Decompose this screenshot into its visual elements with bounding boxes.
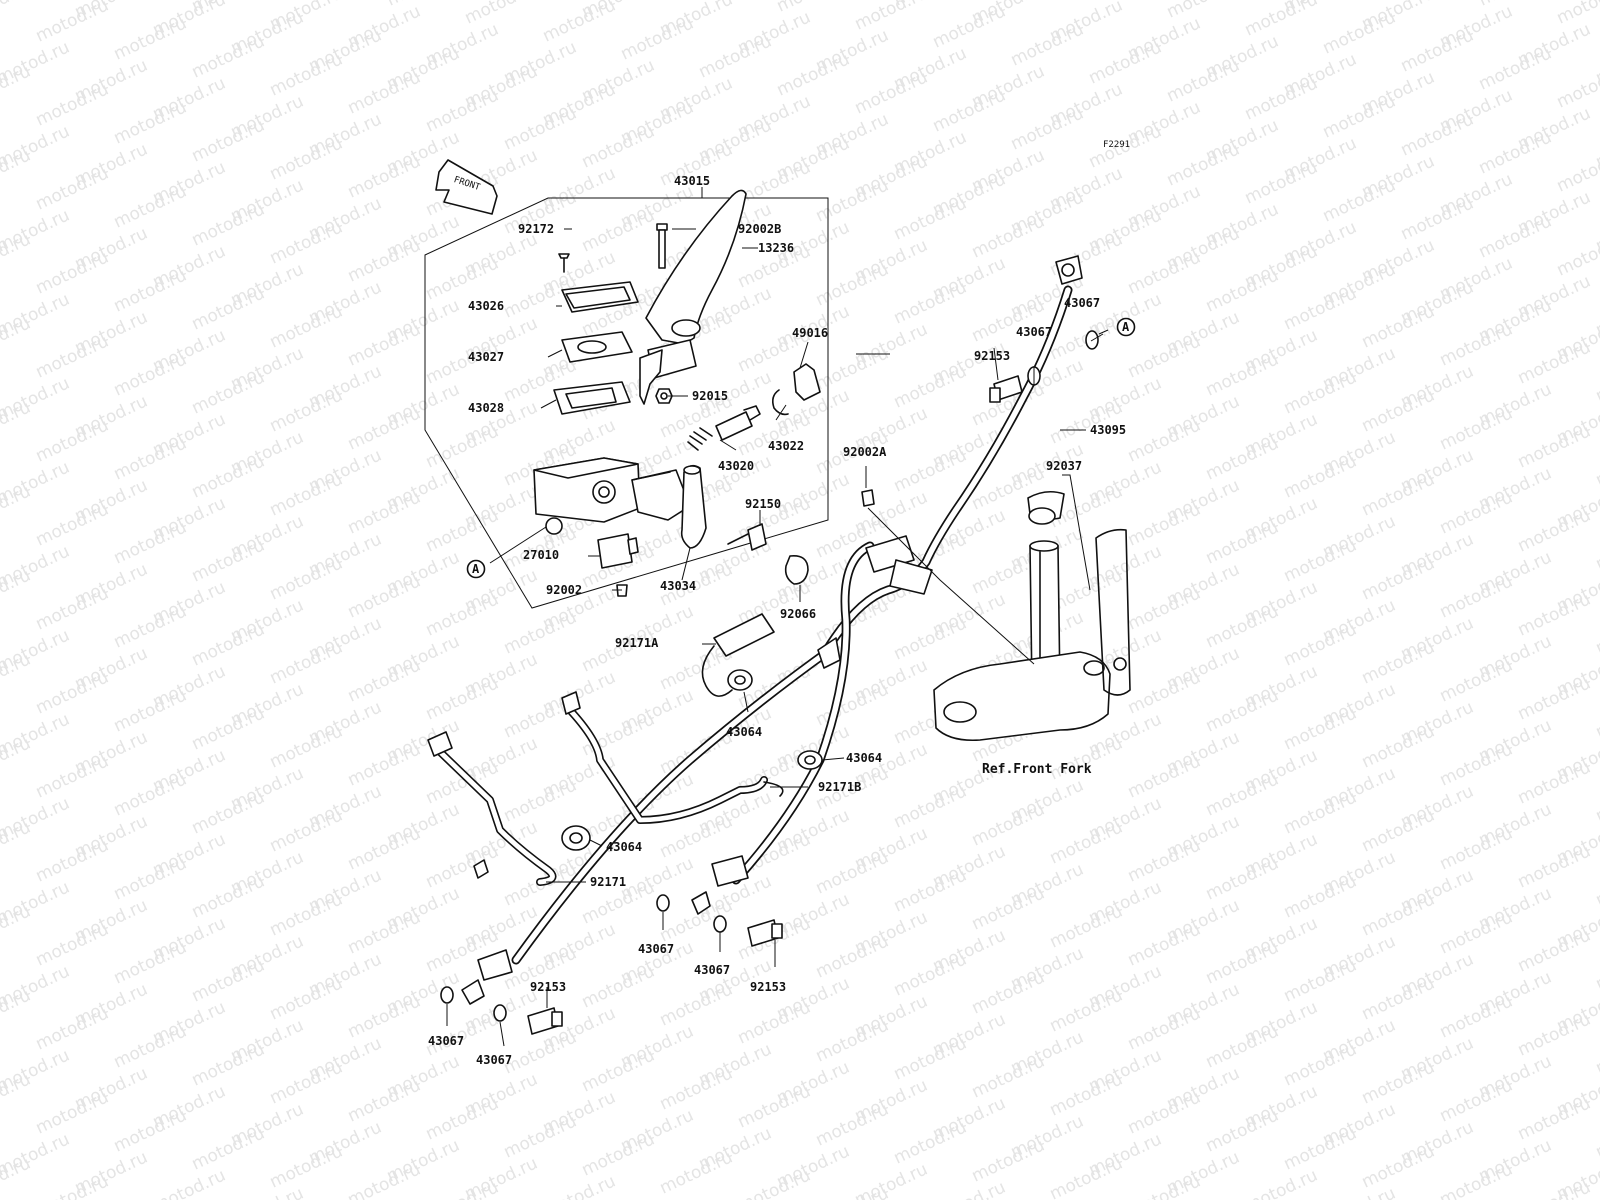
part-number-labels: 43015 92002B 13236 92172 43026 43027 43028 4901…: [428, 174, 1126, 1067]
part-number-label: 92153: [530, 980, 566, 994]
part-number-label: 92150: [745, 497, 781, 511]
part-number-label: 43022: [768, 439, 804, 453]
watermark-text: motod.ru: [930, 1177, 1009, 1200]
part-number-label: 27010: [523, 548, 559, 562]
hose-clamps-and-brackets: [427, 613, 823, 886]
watermark-text: motod.ru: [150, 1165, 229, 1200]
part-number-label: 92037: [1046, 459, 1082, 473]
watermark-text: motod.ru: [1593, 1111, 1600, 1162]
small-hardware-parts: [558, 223, 875, 597]
banjo-bolts-and-washers: [440, 330, 1099, 1035]
watermark-text: motod.ru: [1593, 859, 1600, 910]
part-number-label: 43026: [468, 299, 504, 313]
watermark-text: motod.ru: [1554, 61, 1600, 112]
part-number-label: 43067: [638, 942, 674, 956]
leader-lines: [446, 187, 1109, 1047]
part-number-label: 92153: [750, 980, 786, 994]
part-number-label: 92002A: [843, 445, 887, 459]
part-number-label: 92002B: [738, 222, 781, 236]
watermark-text: motod.ru: [1593, 355, 1600, 406]
watermark-text: motod.ru: [1593, 523, 1600, 574]
watermark-text: motod.ru: [33, 1171, 112, 1200]
part-number-label: 43064: [606, 840, 642, 854]
watermark-text: motod.ru: [1554, 145, 1600, 196]
watermark-text: motod.ru: [1593, 943, 1600, 994]
part-number-label: 43067: [1016, 325, 1052, 339]
master-cylinder-group-outline: [424, 197, 829, 609]
part-number-label: 92171A: [615, 636, 659, 650]
watermark-text: motod.ru: [735, 1165, 814, 1200]
part-number-label: 43027: [468, 350, 504, 364]
watermark-text: motod.ru: [1593, 439, 1600, 490]
ref-front-fork-label: Ref.Front Fork: [982, 762, 1092, 777]
watermark-text: motod.ru: [774, 0, 853, 17]
part-number-label: 49016: [792, 326, 828, 340]
connector-marks: A A: [466, 317, 1136, 579]
part-number-label: 43020: [718, 459, 754, 473]
part-number-label: 43067: [694, 963, 730, 977]
watermark-text: motod.ru: [1554, 229, 1600, 280]
part-number-label: 92171B: [818, 780, 861, 794]
watermark-text: motod.ru: [1125, 1171, 1204, 1200]
part-number-label: 43095: [1090, 423, 1126, 437]
watermark-text: motod.ru: [1242, 1165, 1321, 1200]
part-number-label: 92171: [590, 875, 626, 889]
watermark-text: motod.ru: [1476, 0, 1555, 11]
watermark-text: motod.ru: [384, 0, 463, 11]
part-number-label: 43067: [476, 1053, 512, 1067]
part-number-label: 43067: [428, 1034, 464, 1048]
part-number-label: 92002: [546, 583, 582, 597]
reservoir-cap-stack: [553, 281, 639, 415]
watermark-text: motod.ru: [1437, 1159, 1516, 1200]
watermark-text: motod.ru: [1164, 0, 1243, 23]
watermark-text: motod.ru: [1047, 1153, 1126, 1200]
brake-lever: [639, 189, 747, 405]
watermark-text: motod.ru: [540, 1171, 619, 1200]
watermark-text: motod.ru: [1242, 0, 1321, 41]
part-number-label: 43067: [1064, 296, 1100, 310]
part-number-label: 43064: [846, 751, 882, 765]
watermark-text: motod.ru: [1593, 691, 1600, 742]
part-number-label: 92015: [692, 389, 728, 403]
part-number-label: 13236: [758, 241, 794, 255]
part-number-label: 43064: [726, 725, 762, 739]
watermark-text: motod.ru: [1320, 1183, 1399, 1200]
part-number-label: 43034: [660, 579, 696, 593]
watermark-text: motod.ru: [345, 1159, 424, 1200]
watermark-text: motod.ru: [462, 0, 541, 29]
watermark-text: motod.ru: [1593, 775, 1600, 826]
front-fork-stem-assembly: [933, 528, 1131, 742]
master-cylinder-body: [533, 457, 707, 549]
watermark-text: motod.ru: [0, 0, 34, 29]
part-number-label: 92066: [780, 607, 816, 621]
watermark-text: motod.ru: [228, 1183, 307, 1200]
figure-code: F2291: [1103, 140, 1130, 150]
part-number-label: 43015: [674, 174, 710, 188]
watermark-text: motod.ru: [852, 0, 931, 35]
part-number-label: 92172: [518, 222, 554, 236]
connector-mark-a-left: A: [472, 562, 480, 576]
part-number-label: 43028: [468, 401, 504, 415]
front-direction-arrow: FRONT: [435, 159, 498, 215]
connector-mark-a-right: A: [1122, 320, 1130, 334]
watermark-text: motod.ru: [1593, 1027, 1600, 1078]
part-number-label: 92153: [974, 349, 1010, 363]
watermark-text: motod.ru: [1593, 607, 1600, 658]
